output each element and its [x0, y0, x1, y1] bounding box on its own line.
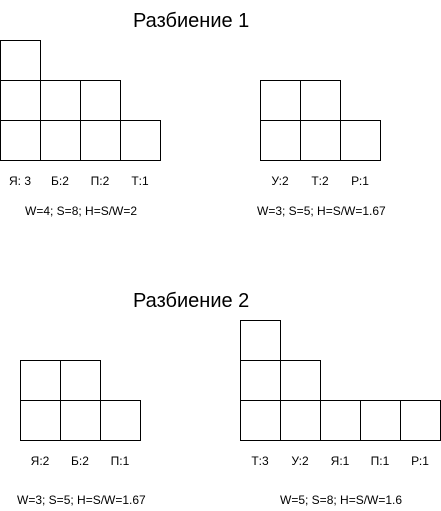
block-cell	[100, 400, 141, 441]
partition-2-title: Разбиение 2	[133, 290, 250, 312]
column-label: П:2	[90, 174, 110, 188]
group-metrics: W=5; S=8; H=S/W=1.6	[280, 493, 403, 507]
block-cell	[0, 40, 41, 81]
block-cell	[80, 80, 121, 121]
column-label: Я: 3	[8, 174, 32, 188]
column-label: Я:1	[330, 454, 350, 468]
block-cell	[20, 400, 61, 441]
block-cell	[260, 80, 301, 121]
block-cell	[300, 120, 341, 161]
column-label: Б:2	[71, 454, 89, 468]
block-cell	[80, 120, 121, 161]
block-cell	[360, 400, 401, 441]
block-cell	[40, 80, 81, 121]
block-cell	[280, 360, 321, 401]
block-cell	[60, 360, 101, 401]
column-label: У:2	[291, 454, 309, 468]
block-cell	[280, 400, 321, 441]
column-label: Я:2	[30, 454, 50, 468]
block-cell	[0, 80, 41, 121]
column-label: Р:1	[411, 454, 429, 468]
column-label: Т:2	[311, 174, 329, 188]
block-cell	[40, 120, 81, 161]
column-label: Р:1	[351, 174, 369, 188]
column-label: П:1	[370, 454, 390, 468]
block-cell	[240, 400, 281, 441]
partition-1-title: Разбиение 1	[133, 10, 250, 32]
group-metrics: W=3; S=5; H=S/W=1.67	[257, 204, 386, 218]
column-label: Т:1	[131, 174, 149, 188]
block-cell	[120, 120, 161, 161]
column-label: У:2	[271, 174, 289, 188]
group-metrics: W=4; S=8; H=S/W=2	[25, 204, 138, 218]
block-cell	[240, 320, 281, 361]
block-cell	[240, 360, 281, 401]
block-cell	[400, 400, 441, 441]
block-cell	[300, 80, 341, 121]
block-cell	[320, 400, 361, 441]
block-cell	[340, 120, 381, 161]
block-cell	[20, 360, 61, 401]
column-label: Б:2	[51, 174, 69, 188]
block-cell	[260, 120, 301, 161]
block-cell	[60, 400, 101, 441]
column-label: Т:3	[251, 454, 269, 468]
block-cell	[0, 120, 41, 161]
column-label: П:1	[110, 454, 130, 468]
group-metrics: W=3; S=5; H=S/W=1.67	[17, 493, 146, 507]
